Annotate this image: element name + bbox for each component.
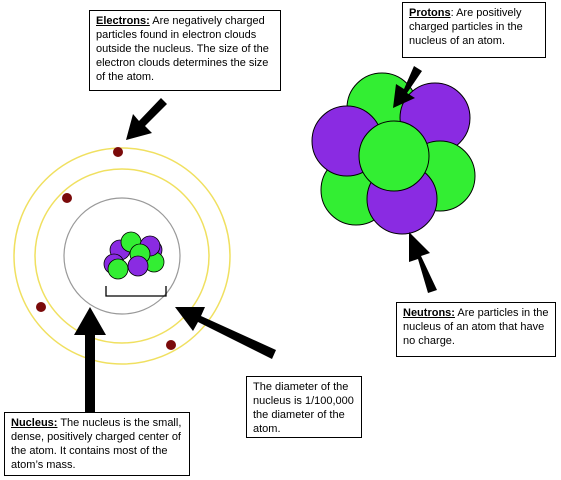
small-neutron [107,258,129,280]
protons-callout: Protons: Are positively charged particle… [402,2,546,58]
nucleus-callout: Nucleus: The nucleus is the small, dense… [4,412,190,476]
electron [166,340,176,350]
diameter-arrow [175,307,276,359]
outer-electron-orbit [13,147,231,365]
neutrons-callout: Neutrons: Are particles in the nucleus o… [396,302,556,357]
nucleus-description: The nucleus is the small, dense, positiv… [11,417,182,471]
protons-arrow [393,66,422,108]
electrons-description: Are negatively charged particles found i… [96,15,269,83]
electrons [36,147,176,350]
electrons-term: Electrons: [96,15,150,27]
small-proton [127,255,149,277]
protons-term: Protons [409,7,451,19]
electron [62,193,72,203]
electron [113,147,123,157]
large-neutron [358,120,430,192]
arrows [74,66,437,412]
electrons-arrow [126,98,167,140]
neutrons-arrow [409,232,437,293]
nucleus-bracket [105,286,167,297]
inner-electron-orbit [34,168,210,344]
electrons-callout: Electrons: Are negatively charged partic… [89,10,281,91]
neutrons-term: Neutrons: [403,307,455,319]
neutrons-description: Are particles in the nucleus of an atom … [403,307,549,347]
small-nucleus [103,231,165,280]
large-nucleus [311,72,476,235]
nucleus-boundary [63,197,181,315]
protons-description: : Are positively charged particles in th… [409,7,523,47]
diameter-callout: The diameter of the nucleus is 1/100,000… [246,376,362,438]
atom-model [13,147,231,365]
diameter-description: The diameter of the nucleus is 1/100,000… [253,381,354,435]
nucleus-arrow [74,307,106,412]
electron [36,302,46,312]
nucleus-term: Nucleus: [11,417,58,429]
